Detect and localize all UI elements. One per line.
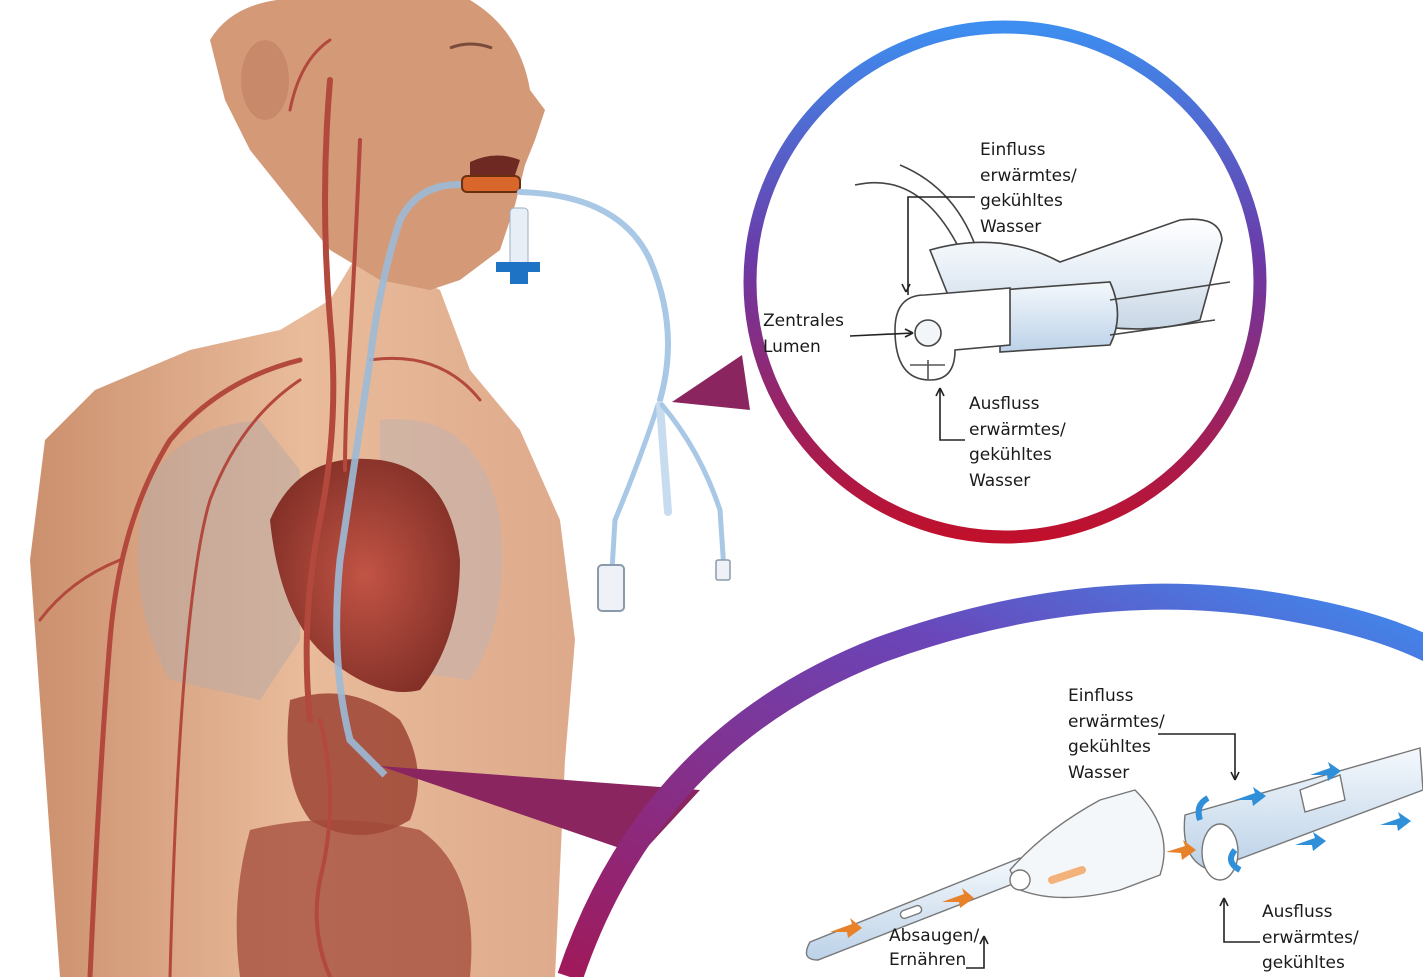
human-figure [30,0,575,977]
ear [241,40,289,120]
central-lumen-hole [915,320,941,346]
label-line: erwärmtes/ [969,418,1066,444]
label-line: Ausfluss [1262,900,1359,926]
label-line: gekühltes [1068,735,1165,761]
label-top-outflow: Ausfluss erwärmtes/ gekühltes Wasser [969,392,1066,494]
label-line: erwärmtes/ [1262,926,1359,952]
label-bottom-outflow: Ausfluss erwärmtes/ gekühltes [1262,900,1359,977]
label-line: erwärmtes/ [980,164,1077,190]
label-line: gekühltes [1262,951,1359,977]
callout-top [672,27,1260,537]
label-bottom-inflow: Einfluss erwärmtes/ gekühltes Wasser [1068,684,1165,786]
label-line: Wasser [1068,761,1165,787]
callout-top-pointer [672,355,750,410]
intestines [237,820,472,977]
label-top-central-lumen: Zentrales Lumen [763,309,844,360]
label-line: Absaugen/ [889,924,979,948]
label-line: gekühltes [980,189,1077,215]
label-line: Zentrales [763,309,844,335]
label-line: gekühltes [969,443,1066,469]
label-bottom-suction: Absaugen/ Ernähren [889,924,979,972]
bite-block [462,176,520,192]
label-top-inflow: Einfluss erwärmtes/ gekühltes Wasser [980,138,1077,240]
label-line: Ernähren [889,948,979,972]
label-line: Ausfluss [969,392,1066,418]
label-line: Lumen [763,335,844,361]
label-line: Wasser [969,469,1066,495]
label-line: erwärmtes/ [1068,710,1165,736]
label-line: Einfluss [1068,684,1165,710]
label-line: Einfluss [980,138,1077,164]
label-line: Wasser [980,215,1077,241]
